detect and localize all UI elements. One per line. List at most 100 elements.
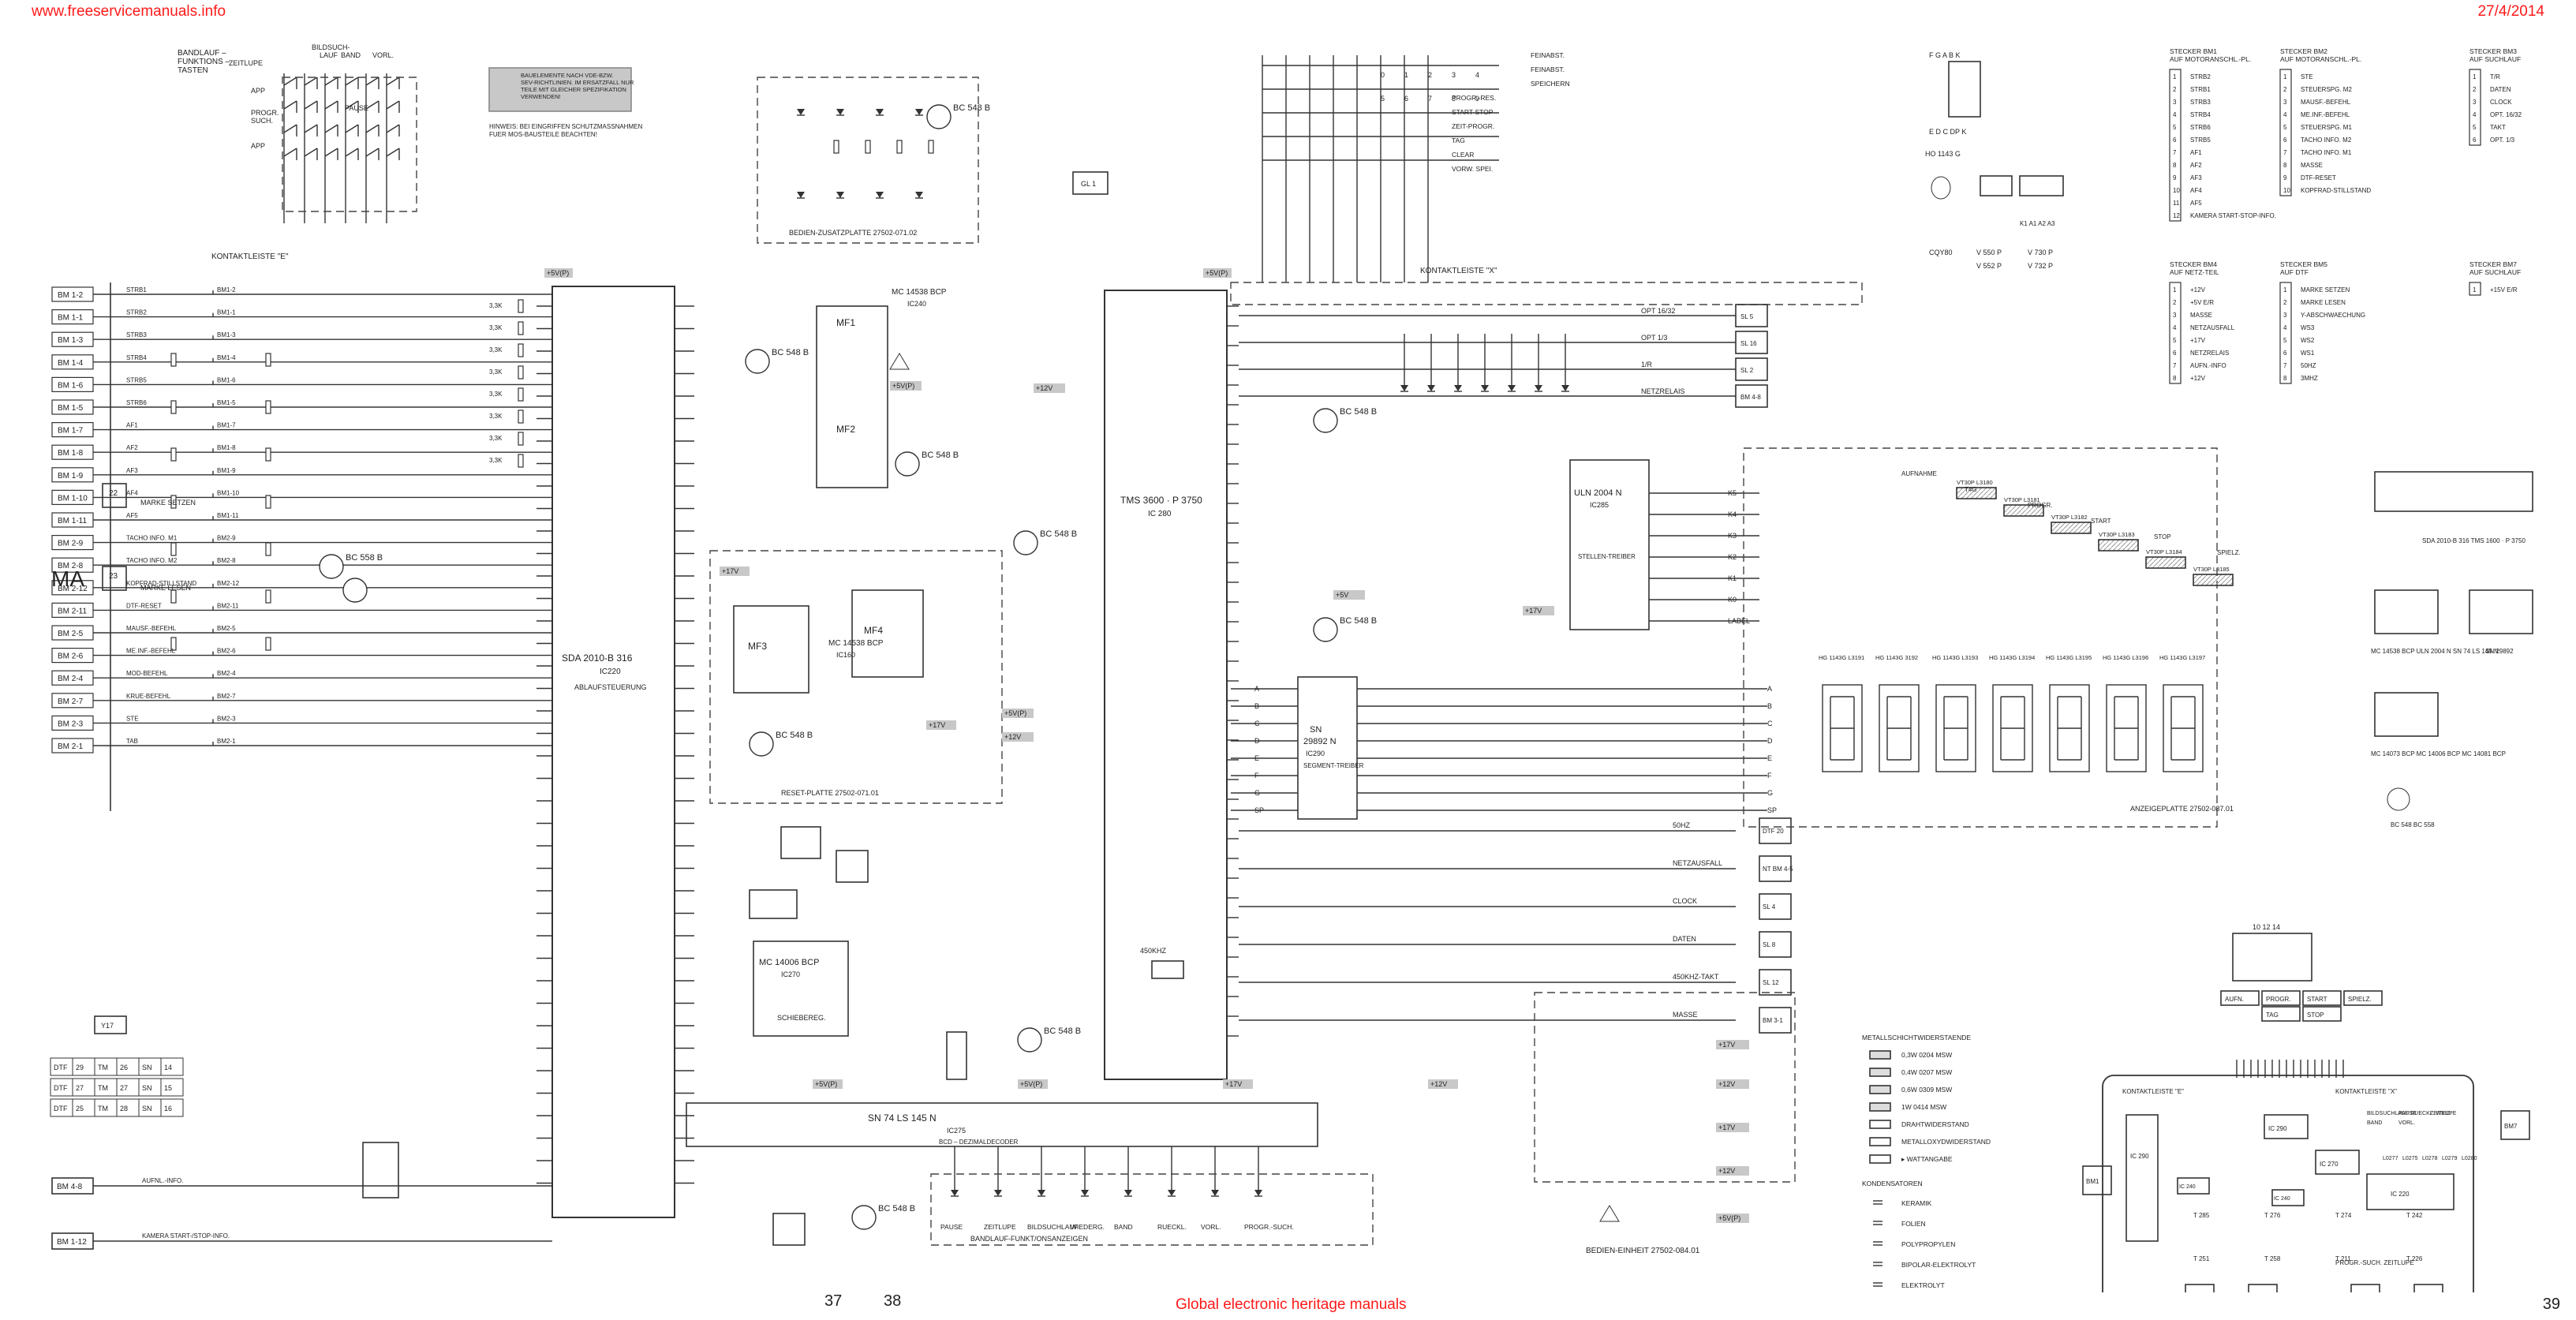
- keypad-label: 9: [1475, 95, 1479, 103]
- resistor: [518, 365, 524, 380]
- stecker-pin-number: 8: [2173, 375, 2177, 382]
- pinout-ref: V 730 P: [2028, 249, 2053, 256]
- stecker-pin-label: NETZAUSFALL: [2190, 324, 2235, 331]
- stecker-pin-label: CLOCK: [2490, 99, 2512, 106]
- marke-label: MARKE SETZEN: [140, 499, 196, 507]
- diode-symbol: [1561, 385, 1569, 391]
- front-ic: [2264, 1114, 2309, 1139]
- bm-pin-box: [51, 444, 94, 460]
- front-part-label: T 276: [2264, 1212, 2281, 1219]
- supply-tag: [1002, 709, 1034, 718]
- diode-symbol: [797, 192, 805, 198]
- stecker-pin-label: MAUSF.-BEFEHL: [2301, 99, 2351, 106]
- sl-connector: [1759, 817, 1792, 844]
- diode-symbol: [994, 1190, 1002, 1196]
- mf-label: MF2: [836, 424, 855, 435]
- bm-signal-label: STRB3: [126, 331, 147, 338]
- warning-box: [488, 67, 632, 112]
- bm-pin-box: [51, 286, 94, 302]
- diode-symbol: [1454, 385, 1462, 391]
- panel-label: PAUSE: [345, 104, 368, 112]
- supply-tag-text: +17V: [1718, 1041, 1735, 1049]
- diode-symbol: [1124, 1190, 1132, 1196]
- bm-signal-label: STRB1: [126, 286, 147, 294]
- display-ref: HG 1143G 3192: [1875, 654, 1918, 661]
- front-button-label: SPIELZ.: [2348, 996, 2372, 1003]
- panel-label: BILDSUCH-: [312, 43, 350, 51]
- front-button: [2302, 990, 2342, 1006]
- legend-item: 1W 0414 MSW: [1901, 1103, 1946, 1111]
- wire: [365, 77, 379, 86]
- resistor-value: 3,3K: [489, 302, 503, 309]
- pinout-ref: V 550 P: [1976, 249, 2002, 256]
- bm-pin-box: [51, 534, 94, 551]
- bm-pin-label: BM 2-12: [58, 585, 88, 593]
- ic-ref: IC290: [1306, 750, 1325, 757]
- diode-symbol: [836, 192, 844, 198]
- bm-right-pin: BM1-6: [217, 376, 236, 383]
- resistor: [518, 343, 524, 357]
- switch-label: SPEICHERN: [1531, 80, 1570, 88]
- bm-right-pin: BM1-5: [217, 399, 236, 406]
- transistor-symbol: [1017, 1027, 1042, 1053]
- wire: [386, 77, 400, 86]
- right-signal-label: 1/R: [1641, 361, 1653, 368]
- bm-pin-box: [51, 1177, 94, 1195]
- sl-connector: [1735, 384, 1768, 408]
- stecker-pin-label: STRB3: [2190, 99, 2211, 106]
- bm-pin-label: BM 1-8: [58, 449, 84, 458]
- board-label: ANZEIGEPLATTE 27502-087.01: [2130, 805, 2234, 813]
- wire: [324, 148, 338, 157]
- ws-cell-text: TM: [98, 1064, 108, 1071]
- seven-seg-display: [2049, 684, 2090, 772]
- bandlauf-board: [930, 1173, 1374, 1246]
- bm-signal-label: AUFNL.-INFO.: [142, 1177, 183, 1184]
- lower-signal-label: 450KHZ-TAKT: [1673, 973, 1719, 981]
- supply-tag: [1333, 590, 1365, 600]
- stecker-strip: [2169, 69, 2182, 222]
- stecker-title: STECKER BM3: [2469, 47, 2517, 55]
- bm-signal-label: ME.INF.-BEFEHL: [126, 648, 176, 655]
- wire: [283, 100, 297, 110]
- stecker-pin-number: 5: [2173, 337, 2177, 344]
- stecker-pin-number: 9: [2283, 174, 2287, 181]
- stecker-pin-label: +5V E/R: [2190, 299, 2214, 306]
- bm-pin-label: BM 1-11: [58, 517, 87, 525]
- resistor: [265, 637, 271, 651]
- keypad-label: 3: [1452, 71, 1456, 79]
- footer-title[interactable]: Global electronic heritage manuals: [1176, 1296, 1407, 1313]
- resistor: [928, 140, 934, 154]
- front-ic-label: IC 290: [2268, 1125, 2287, 1132]
- bm-pin-label: BM 2-11: [58, 607, 87, 615]
- stecker-pin-number: 7: [2173, 362, 2177, 369]
- diode-symbol: [876, 192, 884, 198]
- stecker-pin-number: 3: [2283, 99, 2287, 106]
- sl-connector: [1759, 969, 1792, 996]
- segment-label: B: [1254, 702, 1259, 710]
- front-part-label: T 285: [2193, 1212, 2210, 1219]
- site-link[interactable]: www.freeservicemanuals.info: [32, 3, 226, 20]
- ic-ref: IC275: [947, 1127, 966, 1135]
- ic-name: SN 74 LS 145 N: [868, 1112, 937, 1124]
- seven-seg-display: [1879, 684, 1920, 772]
- chip-outline-label: SDA 2010-B 316 TMS 1600 · P 3750: [2422, 537, 2526, 544]
- ws-cell-text: 29: [76, 1064, 84, 1071]
- led-outline: [1980, 175, 2013, 196]
- pinout-ref: CQY80: [1929, 249, 1953, 256]
- panel-label: VORL.: [372, 51, 394, 59]
- wire: [365, 100, 379, 110]
- supply-tag: [1716, 1166, 1749, 1176]
- segment-label-right: F: [1767, 772, 1772, 780]
- bm-right-pin: BM1-11: [217, 512, 239, 519]
- pinout-ref: HO 1143 G: [1925, 150, 1961, 158]
- stecker-pin-number: 5: [2473, 124, 2477, 131]
- front-connector-label: BM7: [2504, 1123, 2518, 1130]
- ic-uln2004: [1569, 459, 1650, 630]
- legend-item: FOLIEN: [1901, 1220, 1926, 1228]
- diode-symbol: [1038, 1190, 1045, 1196]
- front-part-label: T 258: [2264, 1255, 2281, 1262]
- resistor-value: 3,3K: [489, 324, 503, 331]
- stecker-pin-label: Y-ABSCHWAECHUNG: [2301, 312, 2365, 319]
- stecker-pin-number: 3: [2283, 312, 2287, 319]
- stecker-pin-number: 5: [2173, 124, 2177, 131]
